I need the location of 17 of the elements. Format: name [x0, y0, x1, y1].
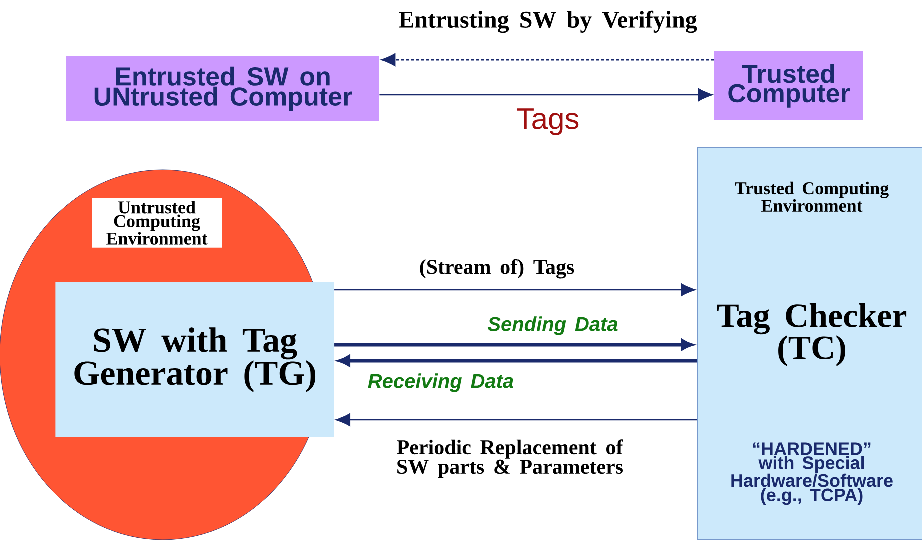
- process-box: SW with Tag Generator (TG): [56, 282, 334, 438]
- label-box: Entrusted SW on UNtrusted Computer: [66, 56, 380, 122]
- arrow: [334, 284, 696, 296]
- heading-box: Untrusted Computing Environment: [92, 198, 222, 248]
- note-text: “HARDENED” with Special Hardware/Software (e.g., TCPA): [732, 442, 893, 506]
- heading-text: Trusted Computing Environment: [735, 182, 889, 212]
- label-box: Trusted Computer: [714, 52, 864, 120]
- arrow: [382, 54, 714, 66]
- title: Entrusting SW by Verifying: [399, 10, 698, 34]
- arrow: [380, 88, 713, 102]
- edge-label: Periodic Replacement of SW parts & Parameters: [397, 440, 624, 478]
- edge-label: Tags: [517, 108, 579, 136]
- edge-label: Sending Data: [488, 316, 618, 336]
- arrow: [336, 414, 697, 426]
- label-text: Tag Checker (TC): [717, 304, 907, 366]
- edge-label: Receiving Data: [368, 374, 514, 392]
- edge-label: (Stream of) Tags: [420, 259, 574, 279]
